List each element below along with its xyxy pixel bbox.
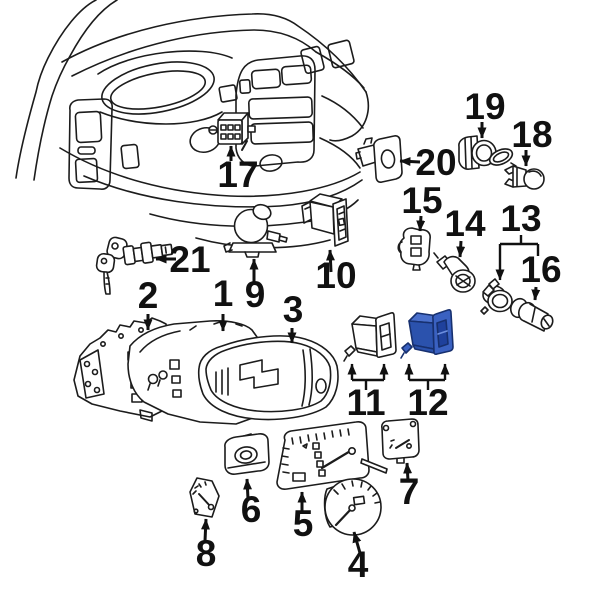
part-8-graphic bbox=[189, 477, 220, 518]
part-label-16[interactable]: 16 bbox=[520, 249, 561, 290]
part-21-graphic bbox=[95, 236, 174, 295]
a-pillar-inner bbox=[33, 0, 118, 181]
part-label-18[interactable]: 18 bbox=[511, 114, 552, 155]
dash-right-curve-3 bbox=[319, 137, 361, 169]
part-label-21[interactable]: 21 bbox=[169, 239, 210, 280]
binnacle-hood-top bbox=[97, 50, 233, 75]
part-6-graphic bbox=[224, 433, 270, 475]
part-19-graphic bbox=[458, 135, 517, 170]
part-label-20[interactable]: 20 bbox=[415, 142, 456, 183]
right-vent-2 bbox=[327, 39, 355, 69]
part-label-1[interactable]: 1 bbox=[213, 273, 234, 314]
dash-right-end bbox=[329, 91, 370, 142]
part-17-graphic bbox=[208, 112, 256, 145]
part-label-8[interactable]: 8 bbox=[196, 533, 217, 574]
part-number-labels: 1 2 3 4 5 6 7 8 9 10 11 12 13 14 15 16 1… bbox=[138, 86, 562, 585]
part-18-graphic bbox=[504, 165, 545, 190]
left-lower-pocket bbox=[74, 157, 99, 184]
callout-bracket-13 bbox=[495, 235, 540, 281]
callout-arrow-6 bbox=[243, 478, 253, 500]
callout-arrow-10 bbox=[325, 249, 335, 273]
windshield-base bbox=[71, 29, 317, 77]
callout-arrow-4 bbox=[352, 531, 362, 554]
dash-knob bbox=[259, 154, 283, 172]
binnacle-side-slot bbox=[218, 84, 238, 103]
stack-slot-top-left bbox=[250, 68, 282, 90]
stack-radio-slot-1 bbox=[248, 96, 313, 120]
part-12-clip bbox=[401, 342, 413, 354]
part-12-rocker bbox=[436, 319, 449, 348]
left-vent-panel bbox=[68, 98, 113, 190]
callout-bracket-11 bbox=[347, 363, 389, 390]
part-label-17[interactable]: 17 bbox=[217, 154, 258, 195]
part-16-graphic bbox=[509, 297, 554, 332]
part-label-4[interactable]: 4 bbox=[348, 544, 369, 585]
dash-right-curve-2 bbox=[321, 95, 364, 129]
stack-radio-slot-2 bbox=[250, 121, 314, 145]
dash-top-edge bbox=[61, 13, 367, 93]
part-20-graphic bbox=[355, 135, 403, 183]
column-switch-slot bbox=[120, 143, 140, 170]
part-label-14[interactable]: 14 bbox=[444, 203, 486, 244]
part-7-graphic bbox=[381, 418, 420, 464]
callout-arrows bbox=[143, 122, 541, 554]
part-label-5[interactable]: 5 bbox=[293, 503, 314, 544]
binnacle-inner bbox=[109, 70, 207, 110]
knee-bolster-line-1 bbox=[59, 147, 361, 198]
left-vent-slot bbox=[77, 146, 96, 155]
part-label-12[interactable]: 12 bbox=[407, 382, 448, 423]
part-label-15[interactable]: 15 bbox=[401, 180, 442, 221]
part-12-rocker-slot bbox=[437, 330, 448, 335]
part-12-graphic-highlighted[interactable] bbox=[400, 309, 454, 359]
part-label-7[interactable]: 7 bbox=[399, 471, 420, 512]
callout-arrow-8 bbox=[201, 518, 211, 542]
part-10-graphic bbox=[301, 193, 349, 247]
left-vent bbox=[74, 110, 103, 144]
part-label-13[interactable]: 13 bbox=[500, 198, 541, 239]
part-5-graphic bbox=[276, 421, 388, 490]
part-14-graphic bbox=[433, 252, 476, 293]
part-4-graphic bbox=[323, 478, 382, 536]
part-label-19[interactable]: 19 bbox=[464, 86, 505, 127]
part-label-6[interactable]: 6 bbox=[241, 489, 262, 530]
a-pillar-outer bbox=[15, 0, 97, 179]
part-3-graphic bbox=[197, 335, 339, 421]
binnacle-hood-bottom bbox=[99, 111, 223, 125]
callout-bracket-12 bbox=[404, 363, 450, 390]
stack-slot-small bbox=[238, 79, 252, 94]
part-15-graphic bbox=[397, 227, 431, 271]
part-label-11[interactable]: 11 bbox=[346, 382, 385, 423]
part-13-graphic bbox=[480, 278, 513, 315]
callout-arrow-16 bbox=[531, 286, 541, 301]
part-11-graphic bbox=[343, 312, 397, 362]
callout-arrow-7 bbox=[403, 462, 413, 482]
part-label-2[interactable]: 2 bbox=[138, 275, 159, 316]
callout-arrow-20 bbox=[399, 157, 421, 167]
callout-arrow-14 bbox=[456, 240, 466, 258]
callout-arrow-15 bbox=[416, 215, 426, 232]
center-stack-outline bbox=[235, 55, 316, 167]
part-label-9[interactable]: 9 bbox=[245, 274, 266, 315]
part-label-3[interactable]: 3 bbox=[283, 289, 304, 330]
part-label-10[interactable]: 10 bbox=[315, 255, 356, 296]
stack-slot-top-right bbox=[280, 64, 313, 86]
part-9-graphic bbox=[223, 203, 288, 258]
